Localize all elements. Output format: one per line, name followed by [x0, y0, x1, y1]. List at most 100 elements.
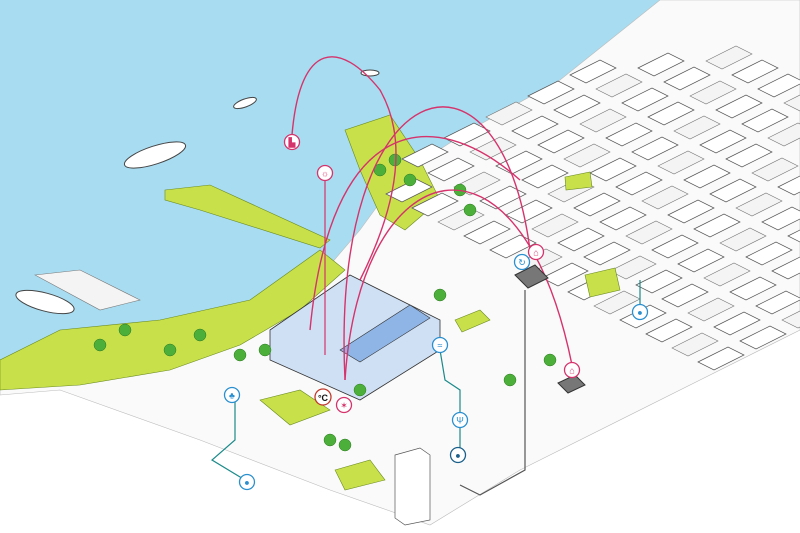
home-icon: ⌂ — [527, 243, 545, 261]
building — [755, 290, 800, 315]
building — [505, 199, 553, 224]
recycle-icon: ↻ — [513, 253, 531, 271]
building — [705, 45, 753, 70]
building — [531, 213, 579, 238]
building — [463, 220, 511, 245]
svg-text:⌂: ⌂ — [569, 366, 574, 376]
building — [651, 234, 699, 259]
building — [673, 115, 721, 140]
building — [553, 94, 601, 119]
waterfront-park-south — [0, 249, 346, 391]
building — [777, 175, 800, 196]
tree — [543, 353, 557, 367]
building — [541, 262, 589, 287]
svg-text:Ψ: Ψ — [456, 416, 464, 426]
building — [663, 66, 711, 91]
tree — [338, 438, 352, 452]
green-roof — [564, 171, 593, 191]
building — [729, 276, 777, 301]
home-icon: ⌂ — [563, 361, 581, 379]
building — [741, 108, 789, 133]
building — [609, 255, 657, 280]
building — [401, 143, 449, 168]
building — [569, 59, 617, 84]
building — [635, 269, 683, 294]
svg-text:●: ● — [244, 478, 249, 488]
temperature-label: °C — [318, 393, 329, 403]
svg-text:↻: ↻ — [518, 258, 526, 268]
building — [645, 318, 693, 343]
building — [761, 206, 800, 231]
building — [731, 59, 779, 84]
svg-text:●: ● — [637, 308, 642, 318]
building — [739, 325, 787, 350]
svg-text:●: ● — [455, 451, 460, 461]
building — [527, 80, 575, 105]
building — [621, 87, 669, 112]
pier-barge — [34, 269, 141, 311]
building — [615, 171, 663, 196]
green-roof — [454, 309, 491, 333]
building — [489, 234, 537, 259]
building — [647, 101, 695, 126]
city-blocks — [385, 45, 800, 371]
svg-text:☼: ☼ — [321, 169, 329, 179]
svg-text:♣: ♣ — [229, 391, 235, 401]
building — [697, 346, 745, 371]
sun-icon: ☼ — [316, 164, 334, 182]
building — [745, 241, 793, 266]
water-link-line — [210, 400, 246, 481]
building — [637, 52, 685, 77]
building — [605, 122, 653, 147]
building — [469, 136, 517, 161]
tree — [323, 433, 337, 447]
building — [595, 73, 643, 98]
building — [767, 122, 800, 147]
building — [715, 94, 763, 119]
temperature-icon: °C — [314, 388, 332, 406]
building — [563, 143, 611, 168]
building — [495, 150, 543, 175]
energy-link-arc — [291, 56, 397, 281]
building — [485, 101, 533, 126]
tree — [503, 373, 517, 387]
water-drop-icon: ● — [449, 446, 467, 464]
building — [521, 164, 569, 189]
building — [631, 136, 679, 161]
residential-tower — [394, 447, 431, 526]
svg-text:▙: ▙ — [288, 137, 297, 149]
building — [625, 220, 673, 245]
building — [641, 185, 689, 210]
green-roof — [334, 459, 386, 491]
svg-text:✶: ✶ — [340, 401, 348, 411]
tree — [118, 323, 132, 337]
tree — [403, 173, 417, 187]
building — [713, 311, 761, 336]
building — [709, 178, 757, 203]
building — [677, 248, 725, 273]
building — [781, 310, 800, 329]
building — [661, 283, 709, 308]
boat — [15, 289, 75, 315]
building — [689, 80, 737, 105]
boat — [233, 96, 257, 110]
tree — [193, 328, 207, 342]
cutlery-icon: Ψ — [451, 411, 469, 429]
water-drop-icon: ● — [631, 303, 649, 321]
boat — [123, 141, 187, 169]
tree — [258, 343, 272, 357]
green-roof — [584, 267, 621, 298]
tree — [353, 383, 367, 397]
tree — [93, 338, 107, 352]
building — [783, 94, 800, 112]
green-roof — [259, 389, 331, 426]
building — [719, 227, 767, 252]
building — [599, 206, 647, 231]
industry-icon: ▙ — [283, 133, 301, 151]
building — [573, 192, 621, 217]
energy-link-arc — [343, 106, 531, 381]
building — [687, 297, 735, 322]
building — [771, 256, 800, 280]
